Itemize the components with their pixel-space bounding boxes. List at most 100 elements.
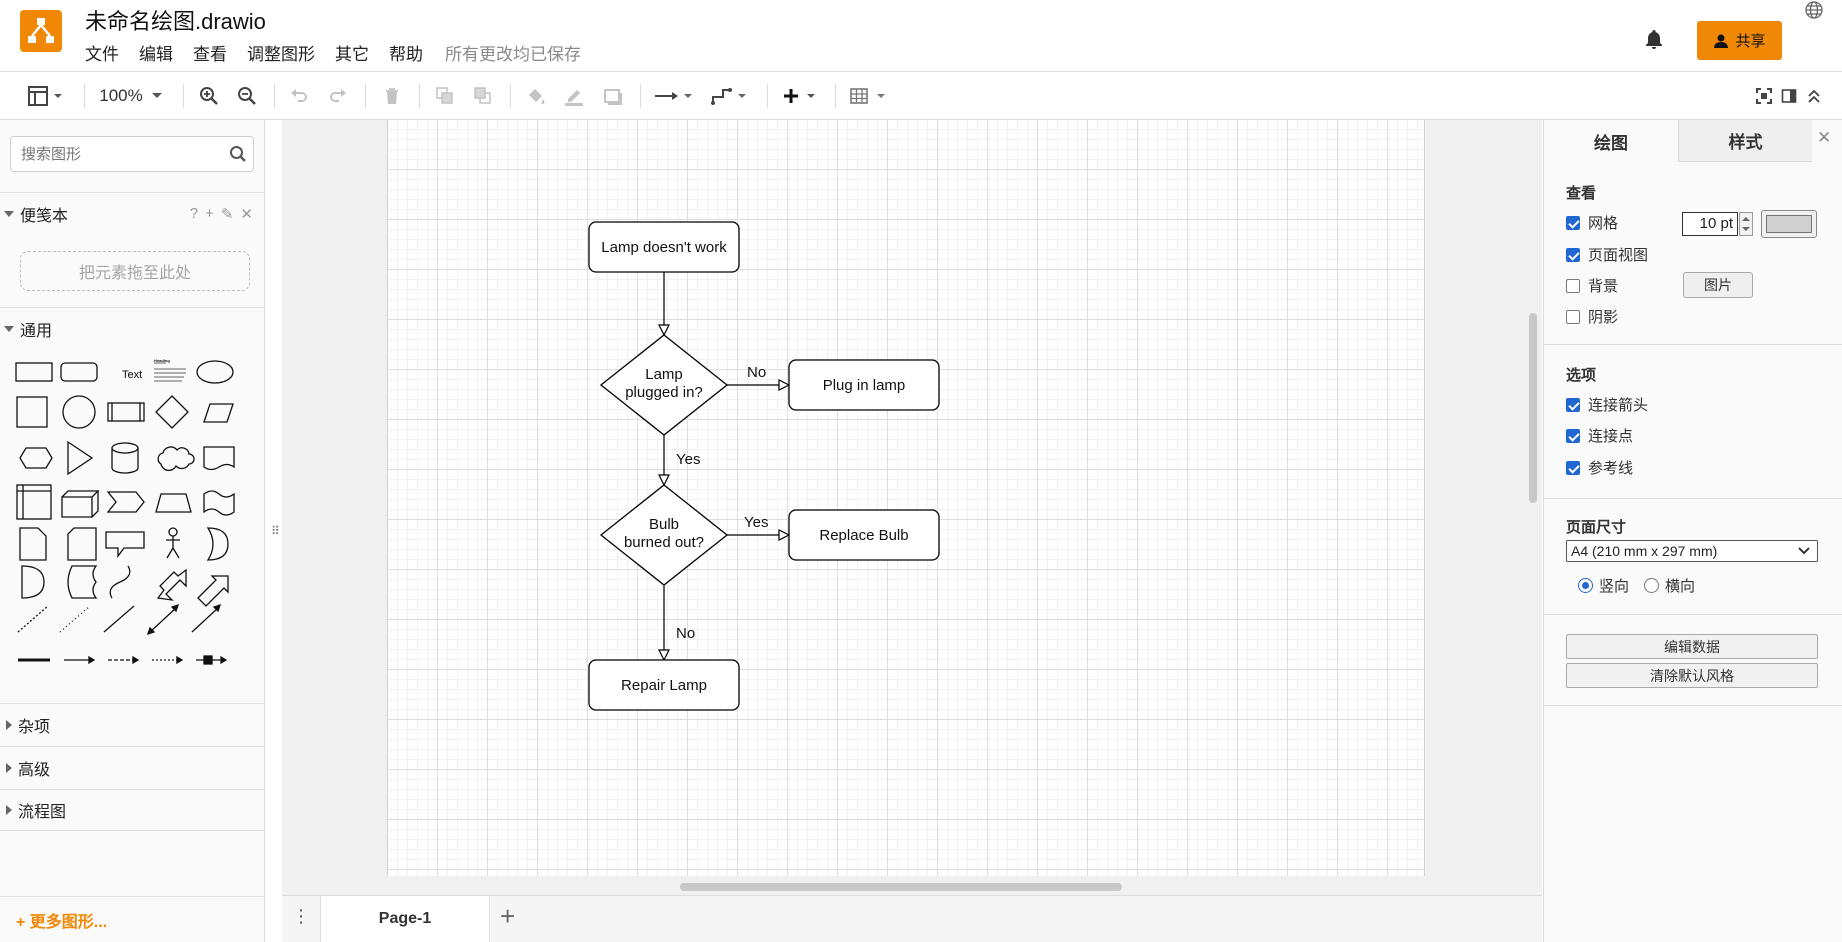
misc-section-header[interactable]: 杂项 bbox=[0, 703, 265, 745]
shape-trapezoid[interactable] bbox=[155, 493, 192, 513]
node-lamp-doesnt-work[interactable] bbox=[588, 221, 740, 273]
connection-arrows-option[interactable]: 连接箭头 bbox=[1566, 394, 1648, 415]
node-repair-lamp[interactable] bbox=[588, 659, 740, 711]
portrait-radio[interactable] bbox=[1578, 578, 1593, 593]
table-button[interactable] bbox=[848, 72, 892, 120]
shape-connector-dashed-arrow[interactable] bbox=[108, 655, 140, 665]
shape-rounded-rectangle[interactable] bbox=[60, 362, 98, 382]
shape-search-input[interactable] bbox=[19, 137, 229, 171]
diagram-page[interactable]: Lamp doesn't work Lamp plugged in? Plug … bbox=[387, 120, 1425, 876]
menu-file[interactable]: 文件 bbox=[85, 45, 119, 64]
tab-page-1[interactable]: Page-1 bbox=[320, 896, 490, 942]
node-bulb-burned-out[interactable] bbox=[599, 484, 729, 586]
drawio-logo-icon[interactable] bbox=[20, 10, 62, 52]
more-shapes-button[interactable]: + 更多图形... bbox=[16, 914, 108, 931]
zoom-in-button[interactable] bbox=[196, 72, 222, 120]
close-format-panel-icon[interactable]: ✕ bbox=[1817, 128, 1832, 147]
insert-button[interactable] bbox=[780, 72, 824, 120]
shape-tape[interactable] bbox=[203, 490, 235, 516]
menu-view[interactable]: 查看 bbox=[193, 45, 227, 64]
shape-connector-with-label[interactable] bbox=[196, 655, 228, 665]
portrait-option[interactable]: 竖向 bbox=[1578, 575, 1629, 596]
shape-connector-dotted-arrow[interactable] bbox=[152, 655, 184, 665]
shape-triangle[interactable] bbox=[67, 440, 94, 476]
pages-menu-icon[interactable]: ⋮ bbox=[292, 906, 310, 926]
document-title[interactable]: 未命名绘图.drawio bbox=[85, 9, 266, 34]
grid-size-spinner[interactable] bbox=[1739, 212, 1753, 236]
connection-arrows-checkbox[interactable] bbox=[1566, 397, 1580, 412]
connection-points-option[interactable]: 连接点 bbox=[1566, 425, 1633, 446]
background-checkbox[interactable] bbox=[1566, 278, 1580, 293]
language-globe-icon[interactable] bbox=[1804, 0, 1824, 20]
search-icon[interactable] bbox=[229, 145, 247, 163]
landscape-option[interactable]: 横向 bbox=[1644, 575, 1695, 596]
shape-bidirectional-arrow[interactable] bbox=[156, 568, 187, 601]
shape-document[interactable] bbox=[203, 446, 235, 471]
shape-cube[interactable] bbox=[61, 490, 100, 518]
shape-square[interactable] bbox=[16, 396, 48, 428]
view-panels-button[interactable] bbox=[24, 72, 70, 120]
shape-internal-storage[interactable] bbox=[16, 484, 52, 520]
menu-extras[interactable]: 其它 bbox=[335, 45, 369, 64]
shape-curve[interactable] bbox=[109, 565, 131, 599]
help-icon[interactable]: ? bbox=[189, 205, 199, 222]
shape-dashed-line[interactable] bbox=[17, 605, 49, 633]
shape-connector-arrow[interactable] bbox=[64, 655, 96, 665]
scratchpad-drop-zone[interactable]: 把元素拖至此处 bbox=[20, 251, 250, 291]
shape-card[interactable] bbox=[67, 527, 97, 561]
shape-stored-data[interactable] bbox=[67, 565, 98, 599]
guides-option[interactable]: 参考线 bbox=[1566, 457, 1633, 478]
node-plug-in-lamp[interactable] bbox=[788, 359, 940, 411]
shape-directional-connector[interactable] bbox=[191, 603, 222, 633]
format-panel-toggle-button[interactable] bbox=[1777, 72, 1801, 120]
guides-checkbox[interactable] bbox=[1566, 460, 1580, 475]
shape-or[interactable] bbox=[206, 527, 229, 561]
shape-arrow[interactable] bbox=[197, 575, 229, 607]
close-icon[interactable]: ✕ bbox=[240, 206, 253, 223]
shadow-checkbox[interactable] bbox=[1566, 309, 1580, 324]
shape-rectangle[interactable] bbox=[15, 362, 53, 382]
collapse-toolbar-button[interactable] bbox=[1802, 72, 1826, 120]
shape-note[interactable] bbox=[19, 527, 47, 561]
shape-parallelogram[interactable] bbox=[203, 403, 234, 423]
to-front-button[interactable] bbox=[432, 72, 458, 120]
horizontal-scrollbar[interactable] bbox=[680, 883, 1122, 891]
fill-color-button[interactable] bbox=[523, 72, 549, 120]
shape-callout[interactable] bbox=[105, 531, 145, 558]
sidebar-resize-handle[interactable]: ⠿ bbox=[271, 524, 280, 538]
grid-option[interactable]: 网格 bbox=[1566, 212, 1618, 233]
shape-delay[interactable] bbox=[21, 565, 45, 599]
redo-button[interactable] bbox=[325, 72, 351, 120]
shape-cylinder[interactable] bbox=[111, 442, 139, 474]
page-view-checkbox[interactable] bbox=[1566, 247, 1580, 262]
diagram-canvas[interactable]: Lamp doesn't work Lamp plugged in? Plug … bbox=[282, 120, 1542, 895]
tab-diagram[interactable]: 绘图 bbox=[1544, 120, 1678, 162]
zoom-dropdown[interactable]: 100% bbox=[96, 72, 168, 120]
vertical-scrollbar[interactable] bbox=[1529, 313, 1537, 503]
page-view-option[interactable]: 页面视图 bbox=[1566, 244, 1648, 265]
menu-edit[interactable]: 编辑 bbox=[139, 45, 173, 64]
shape-cloud[interactable] bbox=[157, 446, 195, 472]
grid-color-button[interactable] bbox=[1761, 210, 1817, 238]
line-color-button[interactable] bbox=[561, 72, 587, 120]
edit-data-button[interactable]: 编辑数据 bbox=[1566, 634, 1818, 659]
fullscreen-button[interactable] bbox=[1752, 72, 1776, 120]
general-section-header[interactable]: 通用 bbox=[0, 307, 265, 349]
paper-size-select[interactable]: A4 (210 mm x 297 mm) bbox=[1566, 540, 1818, 562]
clear-default-style-button[interactable]: 清除默认风格 bbox=[1566, 663, 1818, 688]
menu-arrange[interactable]: 调整图形 bbox=[247, 45, 315, 64]
shape-bidirectional-connector[interactable] bbox=[146, 603, 180, 636]
shape-hexagon[interactable] bbox=[19, 447, 53, 469]
node-lamp-plugged-in[interactable] bbox=[599, 334, 729, 436]
shape-line[interactable] bbox=[103, 605, 135, 633]
zoom-out-button[interactable] bbox=[234, 72, 260, 120]
scratchpad-header[interactable]: 便笺本 ? + ✎ ✕ bbox=[0, 192, 265, 234]
shadow-button[interactable] bbox=[600, 72, 626, 120]
shape-diamond[interactable] bbox=[155, 395, 189, 429]
shape-heading[interactable] bbox=[152, 359, 186, 383]
waypoint-style-button[interactable] bbox=[708, 72, 752, 120]
shadow-option[interactable]: 阴影 bbox=[1566, 306, 1618, 327]
shape-step[interactable] bbox=[106, 491, 145, 513]
connection-points-checkbox[interactable] bbox=[1566, 428, 1580, 443]
save-status[interactable]: 所有更改均已保存 bbox=[445, 45, 581, 64]
